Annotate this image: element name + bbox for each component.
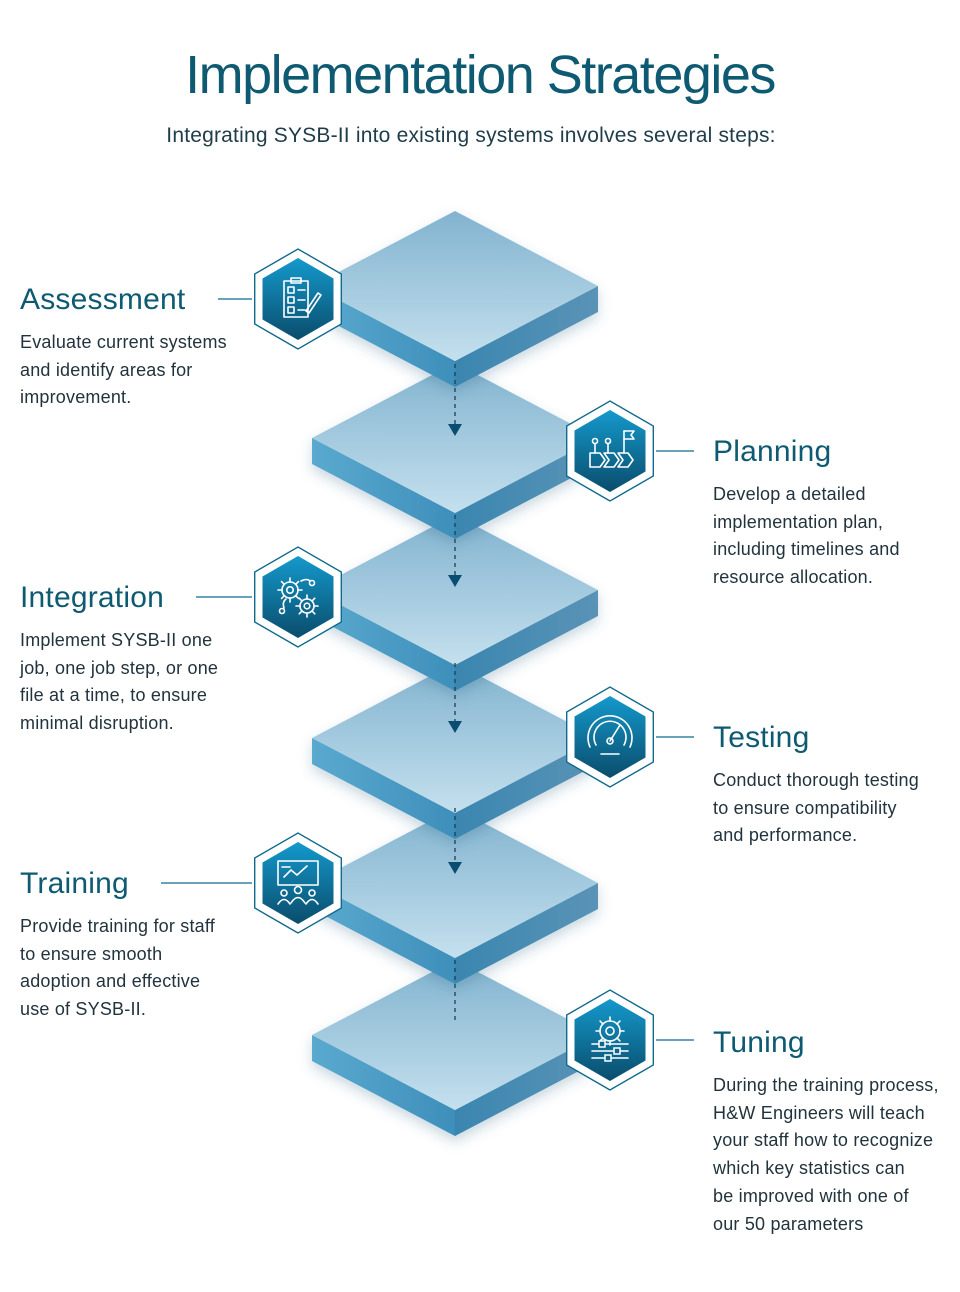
page-title: Implementation Strategies <box>185 45 776 105</box>
roadmap-flag-icon <box>566 400 654 502</box>
stack-layer <box>312 515 598 691</box>
stack-layer <box>312 808 598 984</box>
step-title: Training <box>20 867 129 900</box>
step-description-line: adoption and effective <box>20 971 201 992</box>
settings-sliders-icon <box>566 989 654 1091</box>
page-subtitle: Integrating SYSB-II into existing system… <box>166 124 776 147</box>
step-description-line: Provide training for staff <box>20 916 215 936</box>
step-description-line: minimal disruption. <box>20 713 174 734</box>
step-description-line: and identify areas for <box>20 359 193 380</box>
arrow-down-icon <box>448 862 462 874</box>
step-description: During the training process, H&W Engineer… <box>713 1072 953 1238</box>
step-description: Evaluate current systems and identify are… <box>20 329 260 412</box>
step-description-line: which key statistics can <box>713 1158 905 1179</box>
step-title: Integration <box>20 581 164 614</box>
arrow-down-icon <box>448 575 462 587</box>
step-description-line: improvement. <box>20 387 132 408</box>
arrow-down-icon <box>448 721 462 733</box>
checklist-icon <box>254 248 342 350</box>
step-description-line: your staff how to recognize <box>713 1130 934 1151</box>
step-description: Implement SYSB-II one job, one job step, … <box>20 627 260 738</box>
step-description-line: including timelines and <box>713 539 900 560</box>
step-description-line: our 50 parameters <box>713 1213 864 1234</box>
step-description-line: implementation plan, <box>713 511 884 532</box>
step-description: Provide training for staff to ensure smoo… <box>20 913 260 1024</box>
step-title: Assessment <box>20 283 186 316</box>
step-description-line: During the training process, <box>713 1075 939 1095</box>
step-title: Tuning <box>713 1026 805 1059</box>
step-description-line: H&W Engineers will teach <box>713 1102 925 1123</box>
step-description-line: use of SYSB-II. <box>20 999 147 1020</box>
step-description-line: resource allocation. <box>713 567 874 588</box>
step-description: Conduct thorough testing to ensure compat… <box>713 767 953 850</box>
step-description-line: file at a time, to ensure <box>20 685 208 706</box>
step-description: Develop a detailed implementation plan, in… <box>713 481 953 592</box>
step-description-line: to ensure smooth <box>20 943 163 964</box>
arrow-down-icon <box>448 424 462 436</box>
stack-layer <box>312 363 598 539</box>
step-description-line: and performance. <box>713 825 858 846</box>
gauge-icon <box>566 686 654 788</box>
step-description-line: Implement SYSB-II one <box>20 630 213 650</box>
step-description-line: job, one job step, or one <box>20 657 219 678</box>
gears-icon <box>254 546 342 648</box>
step-description-line: Conduct thorough testing <box>713 770 919 790</box>
step-title: Testing <box>713 721 810 754</box>
stack-layer <box>312 211 598 387</box>
step-description-line: Develop a detailed <box>713 484 866 504</box>
step-description-line: to ensure compatibility <box>713 797 897 818</box>
step-title: Planning <box>713 435 832 468</box>
step-description-line: Evaluate current systems <box>20 332 227 352</box>
stack-layer <box>312 663 598 839</box>
presentation-icon <box>254 832 342 934</box>
step-description-line: be improved with one of <box>713 1185 909 1206</box>
stack-layer <box>312 960 598 1136</box>
